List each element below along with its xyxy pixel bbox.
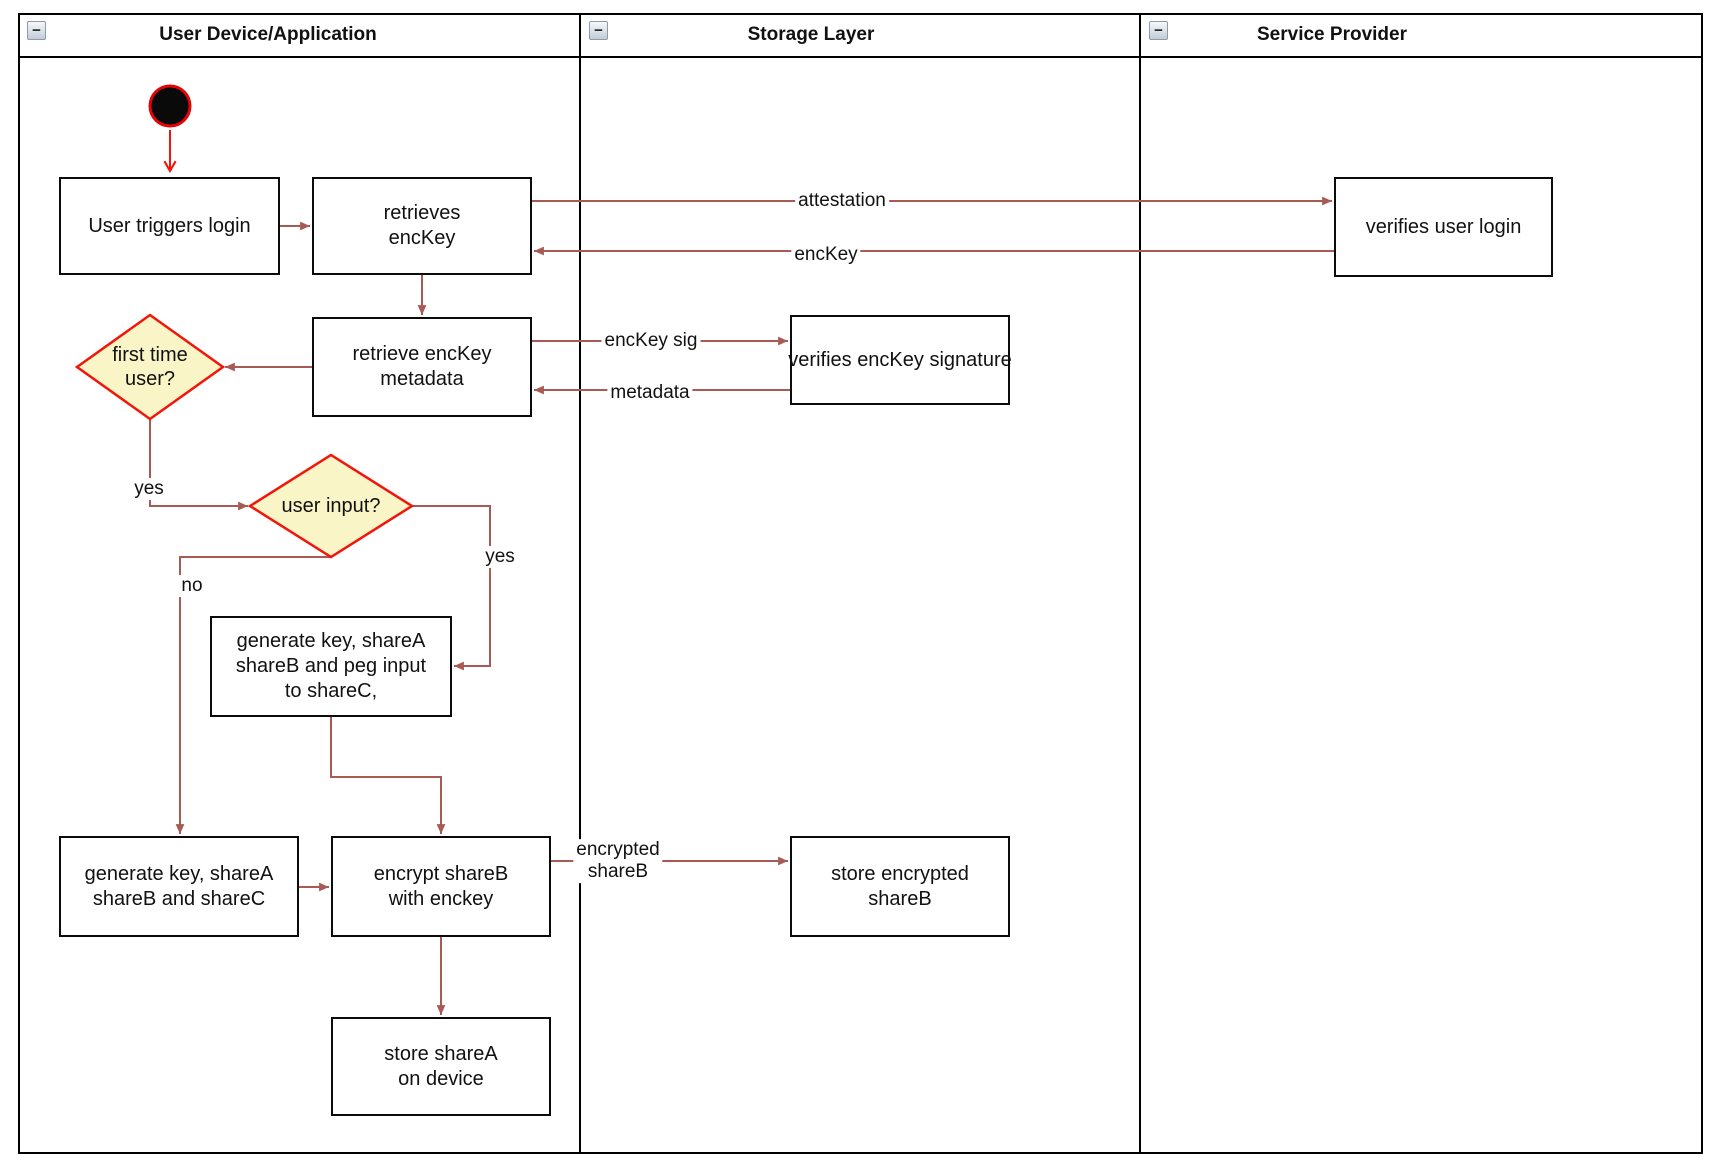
minus-glyph: − <box>32 22 41 39</box>
edge-label-yes-user-input: yes <box>482 546 518 568</box>
box-retrieve-enckey-metadata[interactable]: retrieve encKey metadata <box>312 317 532 417</box>
minus-glyph: − <box>1154 22 1163 39</box>
lane-title-storage-layer: Storage Layer <box>747 24 875 45</box>
diamond-user-input[interactable] <box>247 453 415 559</box>
edge-label-metadata: metadata <box>607 382 693 404</box>
lane-title-service-provider: Service Provider <box>1257 24 1407 45</box>
edge-firsttime-yes[interactable] <box>149 419 248 511</box>
edge-label-enckey: encKey <box>791 244 861 266</box>
lane-header-divider <box>18 56 1703 58</box>
lane-divider-2 <box>1139 13 1141 1152</box>
label-user-input: user input? <box>281 495 381 517</box>
edge-label-no: no <box>178 575 206 597</box>
box-verifies-user-login[interactable]: verifies user login <box>1334 177 1553 277</box>
lane-title-user-device: User Device/Application <box>159 24 377 45</box>
diamond-first-time-user[interactable] <box>74 313 226 421</box>
start-node[interactable] <box>148 84 192 128</box>
edge-label-encrypted-shareb: encrypted shareB <box>573 839 663 883</box>
box-verifies-enckey-signature[interactable]: verifies encKey signature <box>788 315 1012 405</box>
collapse-icon[interactable]: − <box>1149 21 1168 40</box>
minus-glyph: − <box>594 22 603 39</box>
edge-label-yes-first-time: yes <box>131 478 167 500</box>
edge-peg-to-encrypt[interactable] <box>330 717 446 834</box>
box-generate-key-peg-input[interactable]: generate key, shareA shareB and peg inpu… <box>210 616 452 717</box>
edge-label-attestation: attestation <box>795 190 889 212</box>
box-retrieves-enckey[interactable]: retrieves encKey <box>312 177 532 275</box>
pool-border <box>18 13 1703 1154</box>
collapse-icon[interactable]: − <box>27 21 46 40</box>
label-first-time-user: first time user? <box>112 344 188 390</box>
box-user-triggers-login[interactable]: User triggers login <box>59 177 280 275</box>
box-store-sharea[interactable]: store shareA on device <box>331 1017 551 1116</box>
edge-userinput-yes[interactable] <box>412 505 491 671</box>
box-encrypt-shareb[interactable]: encrypt shareB with enckey <box>331 836 551 937</box>
box-generate-key-sharec[interactable]: generate key, shareA shareB and shareC <box>59 836 299 937</box>
edge-userinput-no[interactable] <box>175 556 331 834</box>
box-store-encrypted-shareb[interactable]: store encrypted shareB <box>790 836 1010 937</box>
lane-divider-1 <box>579 13 581 1152</box>
collapse-icon[interactable]: − <box>589 21 608 40</box>
edge-label-enckey-sig: encKey sig <box>601 330 701 352</box>
